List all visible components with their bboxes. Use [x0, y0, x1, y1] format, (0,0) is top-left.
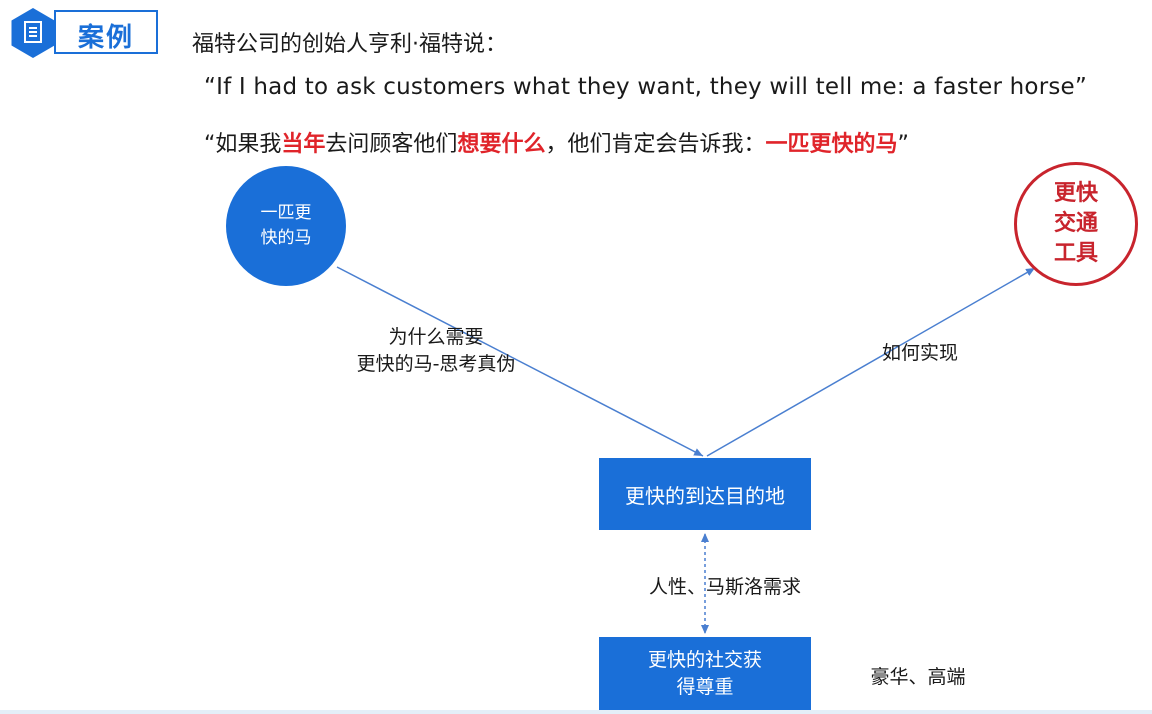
bottom-strip [0, 710, 1152, 714]
quote-cn-part-1: “如果我 [204, 132, 282, 157]
badge-label-box: 案例 [54, 10, 158, 54]
social-respect-node: 更快的社交获得尊重 [599, 637, 811, 711]
how-label: 如何实现 [881, 342, 958, 364]
quote-cn-highlight-3: 一匹更快的马 [765, 132, 898, 157]
arrow-horse-to-goal [336, 266, 704, 457]
badge-label: 案例 [77, 23, 134, 53]
intro-text: 福特公司的创始人亨利·福特说： [192, 32, 507, 57]
quote-cn-highlight-2: 想要什么 [457, 132, 546, 157]
section-badge: 案例 [8, 6, 160, 58]
quote-chinese: “如果我当年去问顾客他们想要什么，他们肯定会告诉我：一匹更快的马” [204, 126, 909, 158]
human-needs-label: 人性、马斯洛需求 [648, 576, 801, 598]
why-label: 为什么需要 更快的马-思考真伪 [356, 326, 516, 375]
quote-cn-part-2: 去问顾客他们 [325, 132, 458, 157]
arrow-goal-to-transport [706, 267, 1036, 457]
quote-cn-highlight-1: 当年 [281, 132, 326, 157]
faster-transport-node: 更快交通工具 [1014, 162, 1138, 286]
document-icon [24, 21, 42, 43]
faster-horse-node: 一匹更快的马 [226, 166, 346, 286]
quote-cn-part-3: ，他们肯定会告诉我： [545, 132, 766, 157]
luxury-label: 豪华、高端 [870, 666, 966, 688]
reach-destination-node: 更快的到达目的地 [599, 458, 811, 530]
quote-english: “If I had to ask customers what they wan… [204, 74, 1087, 100]
quote-cn-part-4: ” [897, 132, 909, 157]
